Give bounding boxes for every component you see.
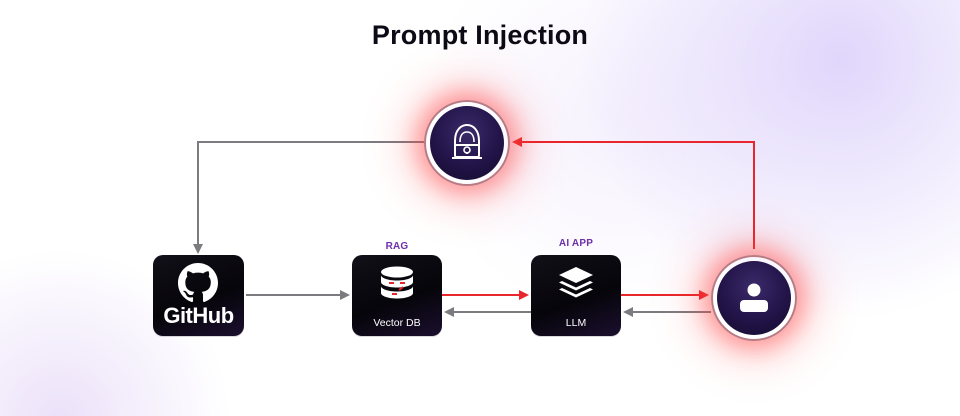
diagram-title: Prompt Injection bbox=[371, 20, 589, 50]
user-icon bbox=[740, 283, 768, 312]
llm-node: LLM bbox=[531, 255, 621, 336]
connector-user-to-attacker bbox=[512, 137, 755, 249]
attacker-node bbox=[424, 100, 510, 186]
layers-icon bbox=[559, 267, 593, 298]
llm-label: LLM bbox=[565, 317, 587, 329]
database-icon bbox=[381, 266, 413, 299]
connector-attacker-to-github bbox=[193, 141, 424, 254]
rag-group-label: RAG bbox=[385, 241, 409, 252]
vector-db-label: Vector DB bbox=[373, 317, 421, 329]
ai-app-group-label: AI APP bbox=[558, 238, 594, 249]
hacker-icon bbox=[452, 123, 482, 159]
github-label: GitHub bbox=[163, 303, 234, 328]
vector-db-node: Vector DB bbox=[352, 255, 442, 336]
github-node: GitHub bbox=[153, 255, 244, 336]
user-node bbox=[711, 255, 797, 341]
github-octocat-icon bbox=[178, 263, 218, 303]
